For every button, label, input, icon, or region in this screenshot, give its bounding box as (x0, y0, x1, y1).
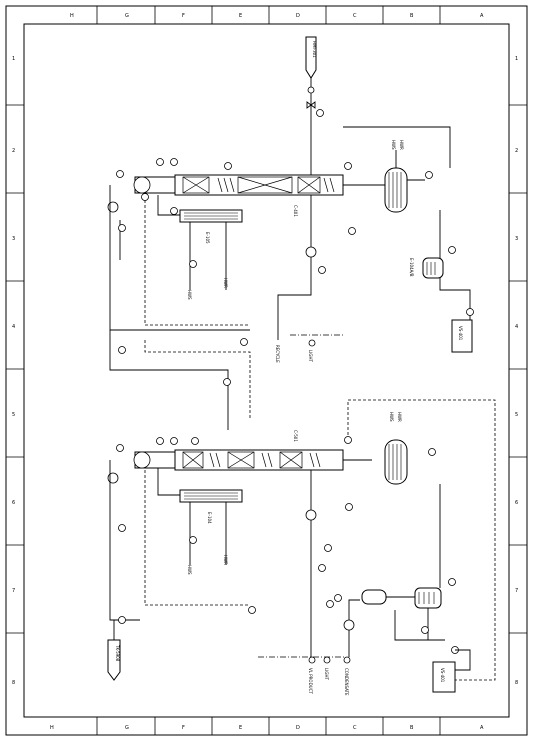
zone-letter: H (70, 13, 74, 19)
zone-letter: D (296, 725, 300, 731)
unit-2: C-501 HWS HWR E-104 HWS HWR TK-5908 (107, 399, 496, 696)
header-label: HMI-301 (312, 41, 317, 58)
zone-number: 6 (515, 500, 518, 506)
zone-letter: F (182, 725, 185, 731)
svg-text:HWR: HWR (397, 412, 402, 422)
zone-number: 5 (12, 412, 15, 418)
svg-text:HWS: HWS (187, 290, 192, 300)
zone-letter: D (296, 13, 300, 19)
zone-letters-top: H G F E D C B A (70, 13, 484, 19)
vacuum-system-lower (432, 661, 456, 693)
column-label: C-401 (293, 205, 298, 217)
product-label: VL PRODUCT (308, 668, 313, 694)
zone-numbers-right: 1 2 3 4 5 6 7 8 (515, 56, 518, 686)
zone-number: 2 (12, 148, 15, 154)
drum-lower (361, 589, 387, 605)
zone-number: 8 (12, 680, 15, 686)
zone-letter: E (239, 13, 242, 19)
zone-number: 4 (12, 324, 15, 330)
zone-letter: B (410, 725, 414, 731)
zone-number: 6 (12, 500, 15, 506)
hwr-label: HWR (223, 555, 228, 565)
zone-number: 3 (515, 236, 518, 242)
zone-number: 1 (515, 56, 518, 62)
zone-ticks (6, 6, 527, 735)
reboiler-e104ab (422, 257, 444, 279)
header-connector (305, 36, 317, 79)
vacuum-system-upper (451, 319, 473, 353)
zone-letter: C (353, 13, 357, 19)
zone-number: 8 (515, 680, 518, 686)
zone-number: 3 (12, 236, 15, 242)
zone-letter: C (353, 725, 357, 731)
zone-letter: G (125, 13, 129, 19)
condenser-label: E-105 (205, 232, 210, 244)
recycle-label: RECYCLE (275, 345, 280, 363)
reboiler-lower (384, 439, 408, 485)
product-tank (107, 639, 121, 681)
unit-1: HMI-301 C-401 HWS HWR E-105 (107, 36, 474, 363)
inner-border (23, 23, 510, 718)
zone-letter: H (50, 725, 54, 731)
svg-text:HWS: HWS (389, 412, 394, 422)
zone-letter: E (239, 725, 242, 731)
column-label: C-501 (293, 430, 298, 442)
condenser-label: E-104 (207, 512, 212, 524)
svg-text:HWR: HWR (399, 140, 404, 150)
svg-text:HWR: HWR (223, 278, 228, 288)
zone-letters-bottom: H G F E D C B A (50, 725, 484, 731)
zone-number: 2 (515, 148, 518, 154)
vacuum-label: VS-401 (440, 668, 445, 683)
tank-label: TK-5908 (115, 644, 120, 662)
hws-label: HWS (187, 565, 192, 575)
outer-border (5, 5, 528, 736)
light-label: LIGHT (324, 668, 329, 681)
column-c401 (174, 174, 344, 196)
reboiler-upper (384, 167, 408, 213)
vacuum-label: VS-401 (458, 326, 463, 341)
zone-numbers-left: 1 2 3 4 5 6 7 8 (12, 56, 15, 686)
condensate-label: CONDENSATE (344, 668, 349, 696)
zone-number: 5 (515, 412, 518, 418)
zone-number: 7 (12, 588, 15, 594)
light-label: LIGHT (308, 350, 313, 363)
zone-number: 7 (515, 588, 518, 594)
zone-letter: F (182, 13, 185, 19)
svg-text:HWS: HWS (391, 140, 396, 150)
reboiler-label: E-104A/B (409, 258, 414, 277)
zone-letter: G (125, 725, 129, 731)
zone-number: 4 (515, 324, 518, 330)
zone-number: 1 (12, 56, 15, 62)
zone-letter: A (480, 13, 484, 19)
zone-letter: A (480, 725, 484, 731)
zone-letter: B (410, 13, 414, 19)
